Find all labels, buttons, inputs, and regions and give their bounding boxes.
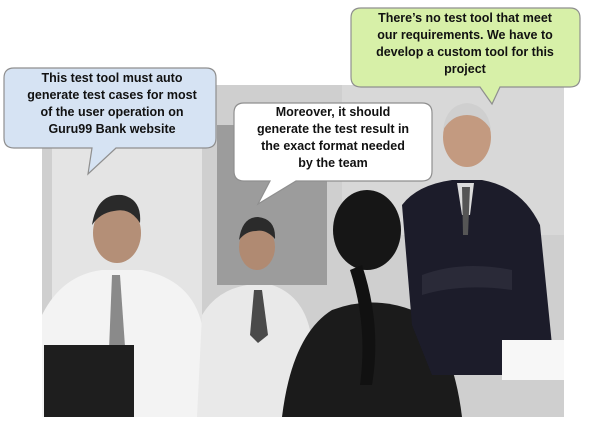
speech-line: This test tool must auto	[41, 71, 183, 85]
papers	[502, 340, 564, 380]
speech-line: Moreover, it should	[275, 105, 391, 119]
speech-line: generate test cases for most	[27, 88, 197, 102]
speech-bubble-left	[3, 67, 217, 176]
speech-bubble-middle	[233, 102, 433, 206]
person-left	[42, 194, 212, 417]
speech-text-right: There’s no test tool that meet our requi…	[353, 10, 577, 78]
speech-line: There’s no test tool that meet	[378, 11, 552, 25]
speech-line: generate the test result in	[256, 122, 410, 136]
speech-line: our requirements. We have to	[377, 28, 553, 42]
speech-line: develop a custom tool for this	[376, 45, 554, 59]
speech-text-left: This test tool must auto generate test c…	[8, 70, 216, 138]
speech-line: Guru99 Bank website	[48, 122, 176, 136]
speech-line: by the team	[298, 156, 368, 170]
speech-text-middle: Moreover, it should generate the test re…	[238, 104, 428, 172]
person-middle	[197, 217, 312, 417]
speech-line: the exact format needed	[261, 139, 405, 153]
speech-line: project	[444, 62, 486, 76]
person-right	[402, 103, 552, 375]
speech-bubble-right	[350, 7, 581, 106]
speech-line: of the user operation on	[40, 105, 184, 119]
